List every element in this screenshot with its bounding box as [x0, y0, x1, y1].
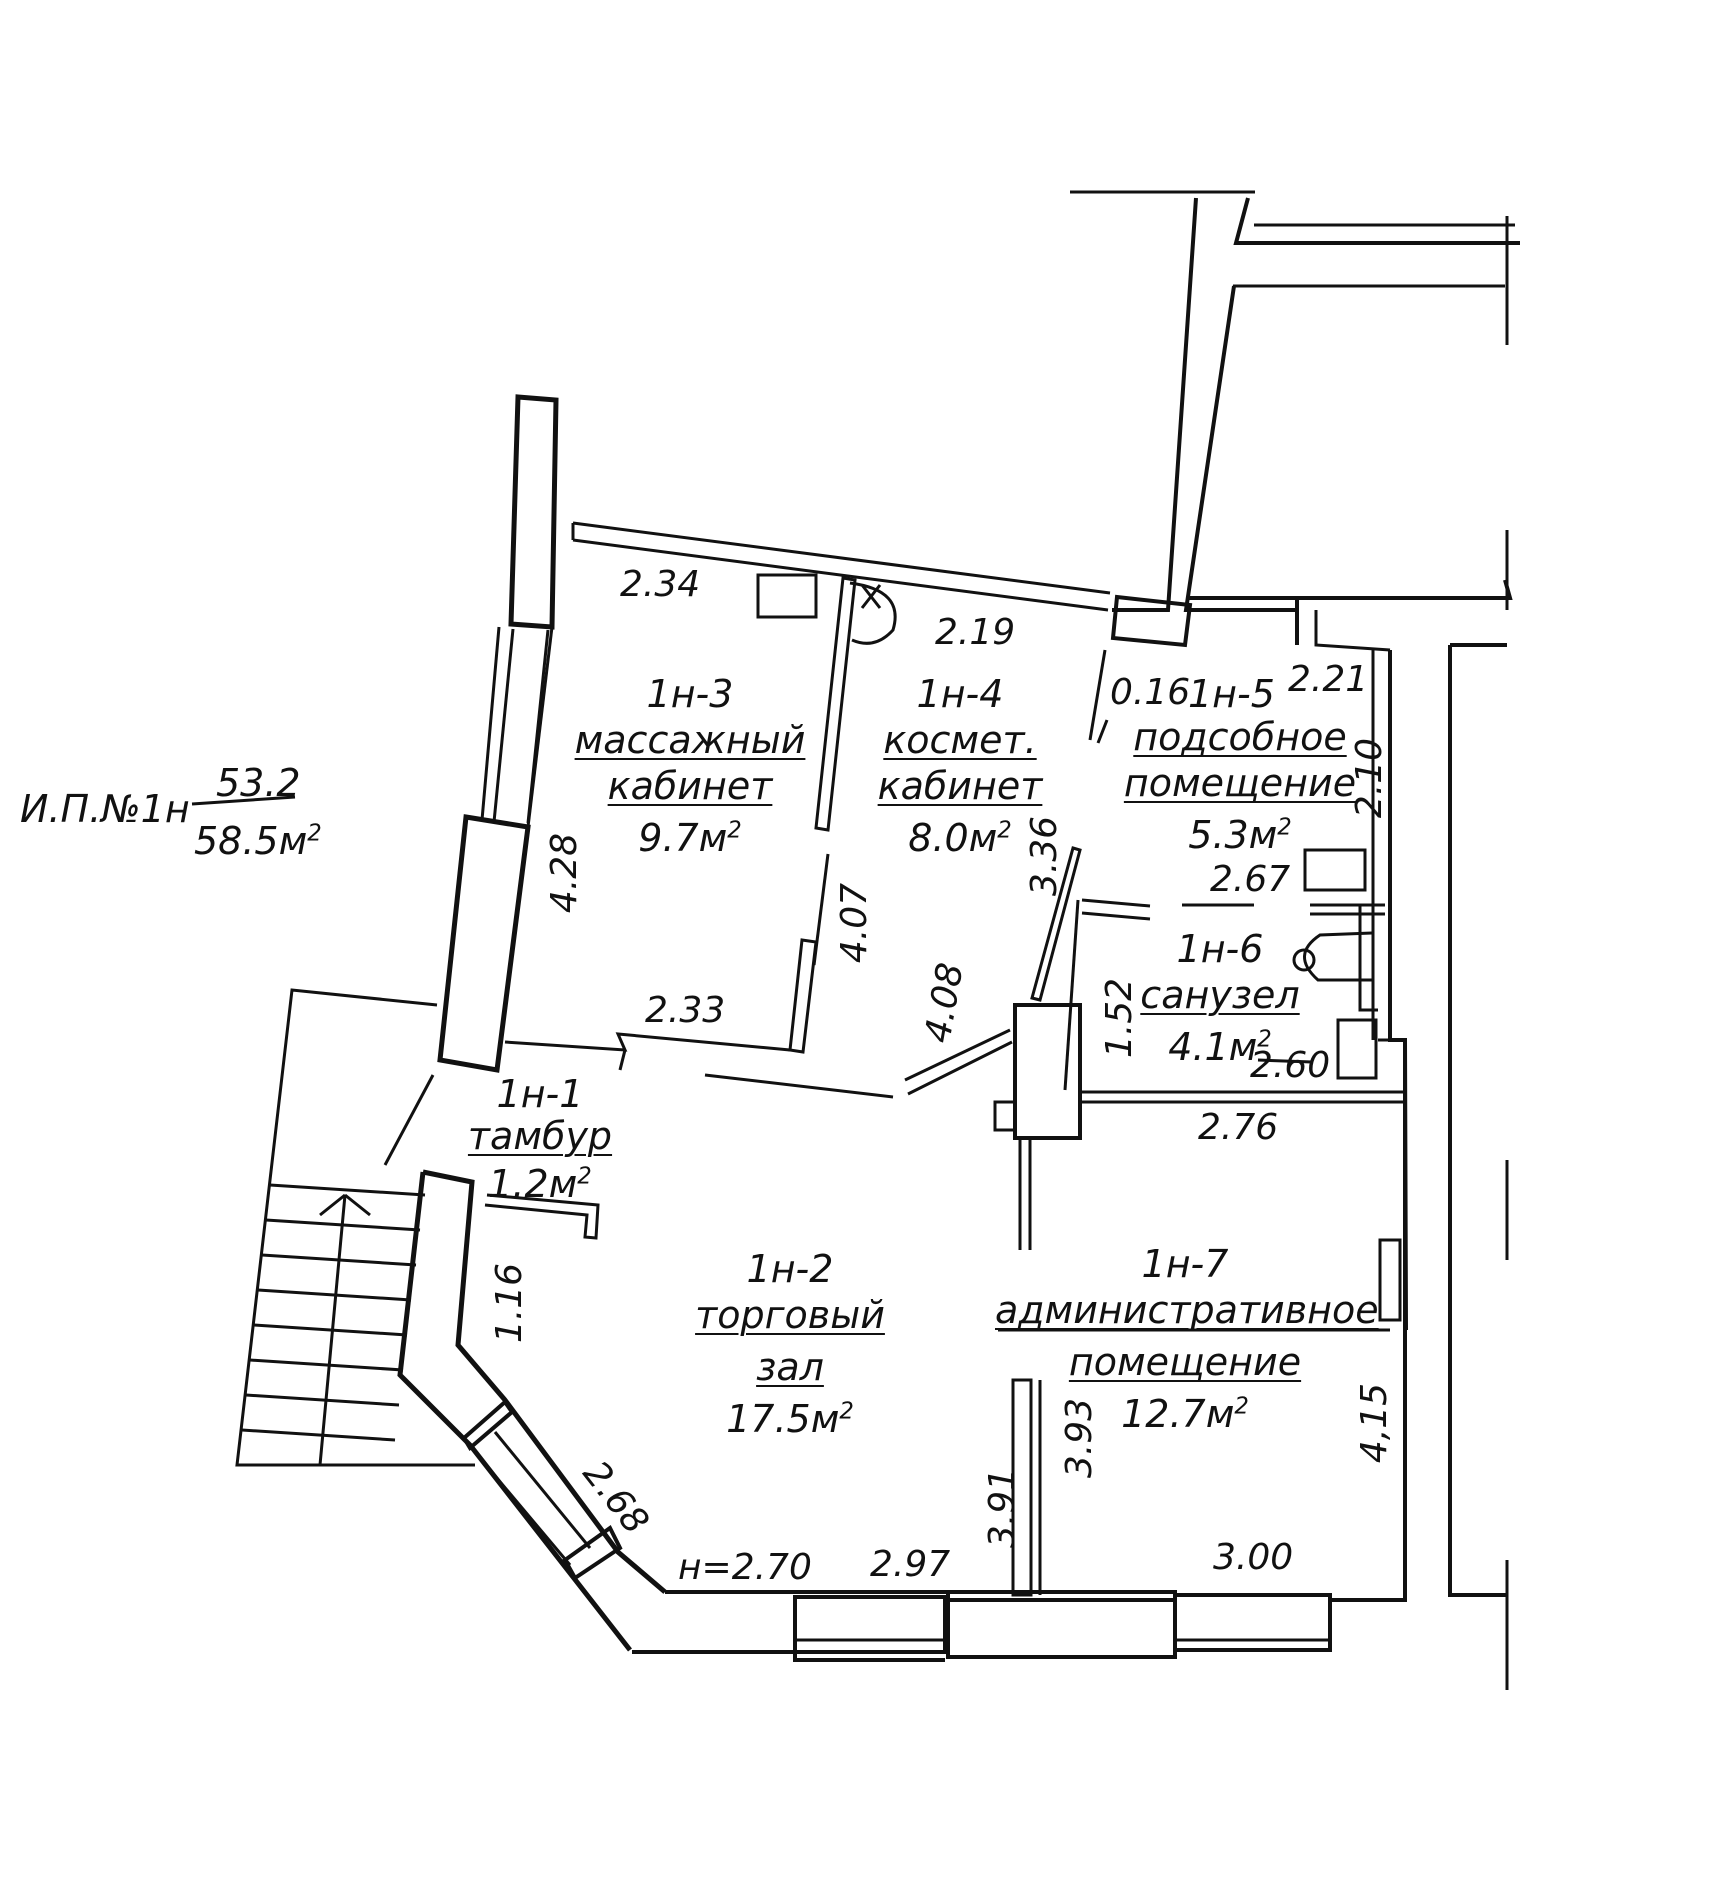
dimension-label: 4,15 — [1354, 1382, 1396, 1464]
room-id: 1н-3 — [646, 672, 734, 716]
room-id: 1н-2 — [746, 1247, 834, 1291]
room-1n5-label: подсобное помещение 5.3м2 — [1105, 718, 1375, 854]
north-wall — [571, 521, 1111, 612]
dimension-label: 3.93 — [1059, 1397, 1101, 1479]
room-id: 1н-4 — [916, 672, 1004, 716]
room-name-line: массажный — [574, 718, 806, 762]
room-name-line: помещение — [1068, 1340, 1302, 1384]
room-name-line: зал — [756, 1345, 824, 1389]
room-name-line: административное — [995, 1288, 1379, 1332]
room-area: 12.7м2 — [1121, 1392, 1249, 1436]
dimension-label: 3.00 — [1213, 1537, 1294, 1578]
room-name-line: кабинет — [877, 764, 1043, 808]
room-id: 1н-6 — [1176, 927, 1264, 971]
dimension-label: 2.33 — [645, 990, 726, 1031]
dimension-label: 1.16 — [489, 1262, 531, 1344]
room-name-line: кабинет — [607, 764, 773, 808]
room-name-line: тамбур — [467, 1114, 613, 1158]
summary-fraction-bar — [191, 795, 296, 806]
dimension-label: 2.76 — [1198, 1107, 1279, 1148]
room-area: 5.3м2 — [1188, 813, 1292, 857]
room-name-line: помещение — [1123, 761, 1357, 805]
summary-denominator: 58.5м2 — [194, 819, 322, 863]
dimension-underlines — [1182, 903, 1313, 1064]
room-area: 4.1м2 — [1168, 1025, 1272, 1069]
west-exterior-wall — [437, 394, 559, 1073]
angled-southwest-wall — [397, 1169, 667, 1652]
room-area: 8.0м2 — [908, 816, 1012, 860]
summary-numerator: 53.2 — [216, 761, 301, 805]
dimension-label: 3.91 — [982, 1467, 1024, 1549]
room-area: 9.7м2 — [638, 816, 742, 860]
room-area: 1.2м2 — [488, 1162, 592, 1206]
room-name-line: космет. — [883, 718, 1037, 762]
room-1n4-label: 1н-4 космет. кабинет 8.0м2 — [830, 675, 1090, 857]
neighbour-building-walls — [1070, 190, 1520, 612]
room-name-line: санузел — [1140, 973, 1300, 1017]
dimension-label: 2.34 — [620, 564, 701, 605]
dimension-label: 2.67 — [1210, 859, 1291, 900]
room-1n5-id: 1н-5 — [1188, 672, 1275, 716]
room-1n6-label: 1н-6 санузел 4.1м2 — [1110, 930, 1330, 1066]
dimension-label: 2.97 — [870, 1544, 951, 1585]
dimension-label: 1.52 — [1099, 977, 1141, 1059]
room-1n7-label: 1н-7 административное помещение 12.7м2 — [995, 1242, 1379, 1436]
room-id: 1н-1 — [496, 1072, 584, 1116]
ceiling-height-label: н=2.70 — [678, 1547, 812, 1588]
entrance-stair — [235, 988, 600, 1467]
south-exterior-wall — [632, 1590, 1332, 1662]
dimension-label: 2.60 — [1250, 1045, 1331, 1086]
room-1n1-label: 1н-1 тамбур 1.2м2 — [455, 1075, 625, 1203]
dimension-label: 4.07 — [834, 882, 876, 964]
room-name-line: подсобное — [1133, 715, 1347, 759]
dimension-label: 3.36 — [1024, 815, 1066, 897]
room-id: 1н-7 — [1141, 1242, 1229, 1286]
dimension-label: 2.10 — [1349, 737, 1391, 819]
room-1n2-label: 1н-2 торговый зал 17.5м2 — [665, 1250, 915, 1438]
dimension-label: 2.21 — [1288, 659, 1369, 700]
dimension-label: 0.16 — [1110, 672, 1191, 713]
room-1n3-label: 1н-3 массажный кабинет 9.7м2 — [560, 675, 820, 857]
summary-prefix: И.П.№1н — [20, 787, 190, 831]
room-area: 17.5м2 — [726, 1397, 854, 1441]
room-name-line: торговый — [695, 1293, 885, 1337]
dimension-label: 4.28 — [544, 832, 586, 914]
dimension-label: 2.19 — [935, 612, 1016, 653]
partition-walls — [504, 573, 1408, 1597]
